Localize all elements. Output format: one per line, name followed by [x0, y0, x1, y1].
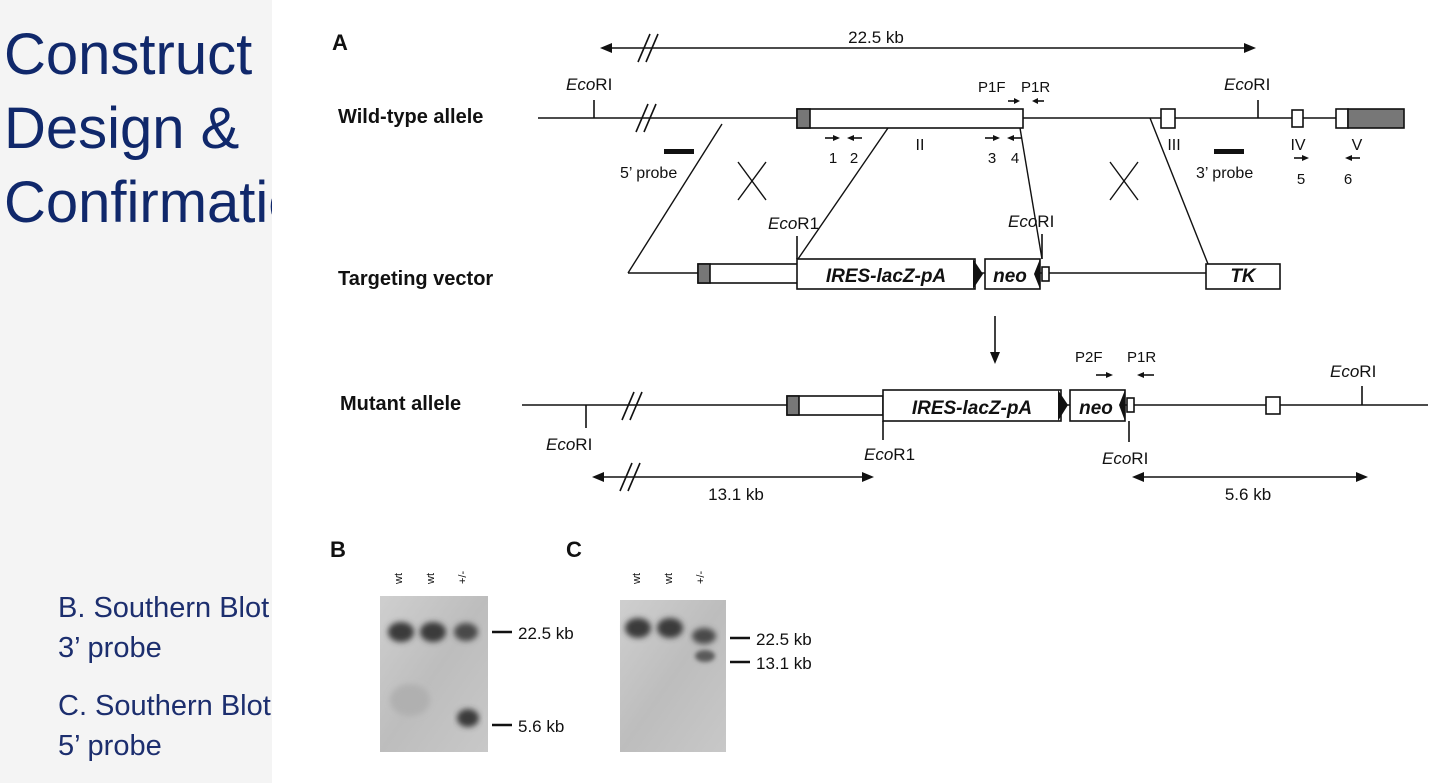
targeting-vector-label: Targeting vector	[338, 268, 493, 290]
caption-b-line-2: 3’ probe	[58, 632, 162, 664]
primer-p1r-mutant-label: P1R	[1127, 349, 1156, 366]
title-line-2: Design &	[4, 96, 240, 161]
mutant-neo-label: neo	[1079, 398, 1113, 419]
caption-b: B. Southern Blot 3’ probe	[58, 588, 269, 668]
mutant-allele	[522, 386, 1428, 442]
ecori-mutant-mid: EcoRI	[1102, 449, 1148, 468]
ecori-wt-left: EcoRI	[566, 75, 612, 94]
primer-p2-arrows	[1096, 372, 1154, 378]
mutant-ires-lacz-label: IRES-lacZ-pA	[912, 398, 1032, 419]
primer-1-label: 1	[829, 150, 837, 167]
figure-panel: A 22.5 kb Wild-type allele EcoRI EcoRI	[272, 0, 1440, 783]
distance-label-wt: 22.5 kb	[848, 28, 904, 47]
blot-c-markers	[730, 636, 750, 664]
blot-b-band-5-6: 5.6 kb	[518, 717, 564, 736]
tk-label: TK	[1230, 266, 1257, 287]
southern-blot-b	[380, 596, 488, 752]
blot-b-lane-labels: wt wt +/-	[393, 571, 469, 585]
caption-c-line-2: 5’ probe	[58, 730, 162, 762]
exon-ii-label: II	[916, 137, 925, 154]
ires-lacz-label: IRES-lacZ-pA	[826, 266, 946, 287]
svg-text:wt: wt	[663, 573, 675, 585]
blot-b-markers	[492, 630, 512, 727]
ecori-mutant-left: EcoRI	[546, 435, 592, 454]
primer-2-label: 2	[850, 150, 858, 167]
ecori-wt-right: EcoRI	[1224, 75, 1270, 94]
primer-p1r-label: P1R	[1021, 79, 1050, 96]
mutant-allele-label: Mutant allele	[340, 393, 461, 415]
primer-arrows-1-4	[825, 135, 1022, 141]
wildtype-allele	[538, 100, 1405, 133]
primer-3-label: 3	[988, 150, 996, 167]
panel-label-a: A	[332, 30, 348, 55]
caption-c: C. Southern Blot 5’ probe	[58, 686, 271, 766]
distance-label-mutant-right: 5.6 kb	[1225, 485, 1271, 504]
svg-text:wt: wt	[393, 573, 405, 585]
svg-text:+/-: +/-	[695, 571, 707, 584]
svg-text:+/-: +/-	[457, 571, 469, 584]
primer-p2f-label: P2F	[1075, 349, 1103, 366]
distance-arrow-mutant-right	[1132, 472, 1368, 482]
recombination-lines	[627, 117, 1209, 274]
distance-label-mutant-left: 13.1 kb	[708, 485, 764, 504]
ires-lacz-cassette	[796, 258, 976, 290]
neo-label: neo	[993, 266, 1027, 287]
mutant-ires-lacz-cassette	[882, 389, 1062, 422]
blot-b-band-22-5: 22.5 kb	[518, 624, 574, 643]
ecori-mutant-right: EcoRI	[1330, 362, 1376, 381]
primer-6-label: 6	[1344, 171, 1352, 188]
ecor1-vector: EcoR1	[768, 214, 819, 233]
primer-arrows-5-6	[1294, 155, 1360, 161]
blot-c-band-22-5: 22.5 kb	[756, 630, 812, 649]
targeting-vector	[628, 234, 1281, 290]
primer-5-label: 5	[1297, 171, 1305, 188]
mutant-neo-cassette	[1069, 389, 1126, 422]
wildtype-allele-label: Wild-type allele	[338, 106, 483, 128]
probe-3-label: 3’ probe	[1196, 165, 1253, 182]
southern-blot-c	[620, 600, 726, 752]
primer-p1-arrows	[1008, 98, 1044, 104]
panel-label-c: C	[566, 537, 582, 562]
probe-5-label: 5’ probe	[620, 165, 677, 182]
construct-diagram: A 22.5 kb Wild-type allele EcoRI EcoRI	[330, 28, 1428, 752]
svg-text:wt: wt	[631, 573, 643, 585]
panel-label-b: B	[330, 537, 346, 562]
ecor1-mutant: EcoR1	[864, 445, 915, 464]
distance-arrow-wt	[600, 33, 1256, 63]
tk-cassette	[1205, 263, 1281, 290]
distance-arrow-mutant-left	[592, 462, 874, 492]
probe-3-bar	[1214, 149, 1244, 154]
recombination-arrow	[990, 316, 1000, 364]
primer-4-label: 4	[1011, 150, 1019, 167]
title-line-1: Construct	[4, 22, 253, 87]
exon-v-label: V	[1352, 137, 1363, 154]
exon-iii-label: III	[1167, 137, 1180, 154]
exon-iv-label: IV	[1290, 137, 1305, 154]
probe-5-bar	[664, 149, 694, 154]
caption-c-line-1: C. Southern Blot	[58, 690, 271, 722]
ecori-vector: EcoRI	[1008, 212, 1054, 231]
blot-c-band-13-1: 13.1 kb	[756, 654, 812, 673]
blot-c-lane-labels: wt wt +/-	[631, 571, 707, 585]
svg-text:wt: wt	[425, 573, 437, 585]
caption-b-line-1: B. Southern Blot	[58, 592, 270, 624]
primer-p1f-label: P1F	[978, 79, 1006, 96]
